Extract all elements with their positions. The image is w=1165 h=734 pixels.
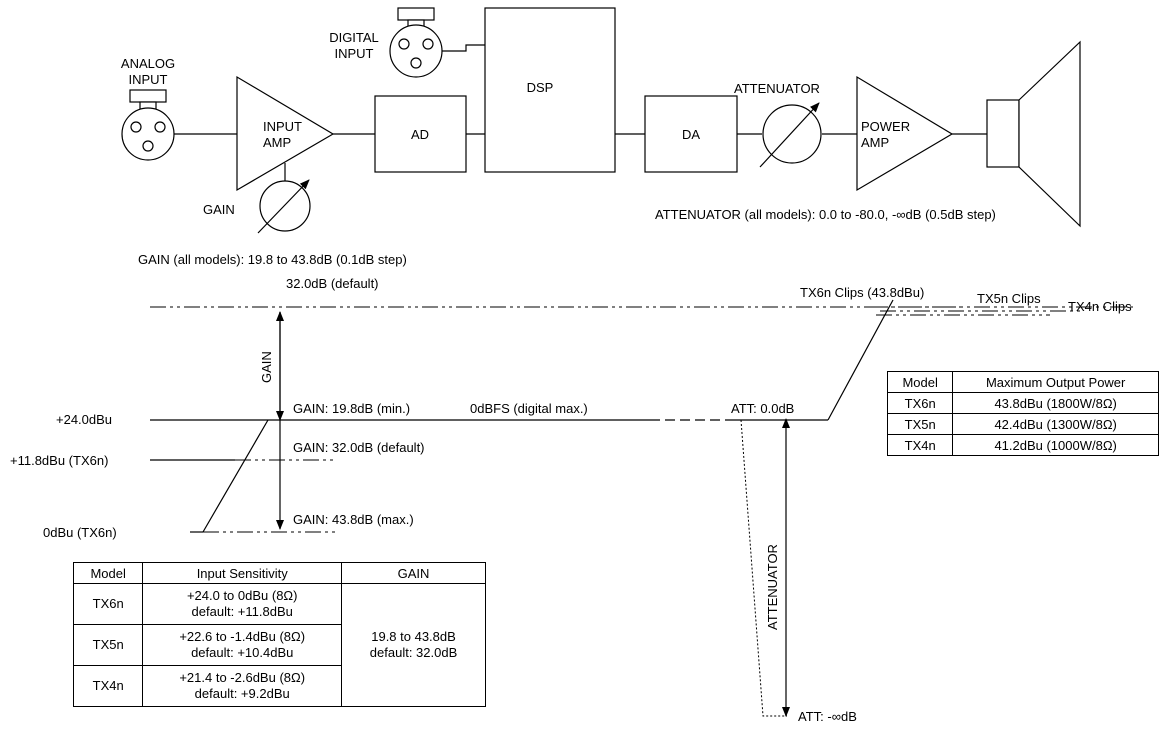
table-row: TX6n 43.8dBu (1800W/8Ω) xyxy=(886,392,1159,414)
sensitivity-range: +24.0 to 0dBu (8Ω) xyxy=(186,588,298,603)
power-cell: 42.4dBu (1300W/8Ω) xyxy=(952,413,1159,435)
da-label: DA xyxy=(682,127,700,142)
table-row: TX4n +21.4 to -2.6dBu (8Ω)default: +9.2d… xyxy=(72,665,486,707)
gain-range-note: GAIN (all models): 19.8 to 43.8dB (0.1dB… xyxy=(138,252,407,267)
gain-default-label: GAIN: 32.0dB (default) xyxy=(293,440,425,455)
input-amp-block xyxy=(236,75,335,192)
plus118-level-label: +11.8dBu (TX6n) xyxy=(10,453,108,468)
gain-pot-icon xyxy=(257,179,311,234)
gain-range: 19.8 to 43.8dB xyxy=(371,629,456,644)
tx4n-clips-label: TX4n Clips xyxy=(1068,299,1132,314)
sensitivity-default: default: +9.2dBu xyxy=(194,686,290,701)
plus24-level-label: +24.0dBu xyxy=(56,412,112,427)
dsp-label: DSP xyxy=(527,80,554,95)
sensitivity-range: +21.4 to -2.6dBu (8Ω) xyxy=(179,670,306,685)
ad-label: AD xyxy=(411,127,429,142)
dsp-block xyxy=(484,7,616,173)
ad-block xyxy=(374,95,467,173)
table-header-row: Model Maximum Output Power xyxy=(886,371,1159,393)
power-cell: 41.2dBu (1000W/8Ω) xyxy=(952,434,1159,456)
tx6n-clips-label: TX6n Clips (43.8dBu) xyxy=(800,285,924,300)
attenuator-axis-label: ATTENUATOR xyxy=(765,544,780,630)
att-zero-label: ATT: 0.0dB xyxy=(731,401,794,416)
gain-min-label: GAIN: 19.8dB (min.) xyxy=(293,401,410,416)
model-cell: TX6n xyxy=(886,392,954,414)
table-row: TX5n +22.6 to -1.4dBu (8Ω)default: +10.4… xyxy=(72,624,486,666)
tx5n-clips-label: TX5n Clips xyxy=(977,291,1041,306)
header-model: Model xyxy=(886,371,954,393)
model-cell: TX4n xyxy=(886,434,954,456)
digital-input-connector-icon xyxy=(389,7,443,78)
header-max-output-power: Maximum Output Power xyxy=(952,371,1159,393)
dbfs-label: 0dBFS (digital max.) xyxy=(470,401,588,416)
sensitivity-cell: +22.6 to -1.4dBu (8Ω)default: +10.4dBu xyxy=(142,624,343,666)
output-power-table: Model Maximum Output Power TX6n 43.8dBu … xyxy=(886,371,1159,456)
att-inf-label: ATT: -∞dB xyxy=(798,709,857,724)
gain-max-label: GAIN: 43.8dB (max.) xyxy=(293,512,414,527)
table-header-row: Model Input Sensitivity GAIN xyxy=(72,562,486,584)
gain-pot-label: GAIN xyxy=(203,202,235,217)
table-row: TX5n 42.4dBu (1300W/8Ω) xyxy=(886,413,1159,435)
gain-default-note: 32.0dB (default) xyxy=(286,276,379,291)
attenuator-label: ATTENUATOR xyxy=(734,81,820,96)
gain-axis-label: GAIN xyxy=(259,351,274,383)
table-row: TX6n +24.0 to 0dBu (8Ω)default: +11.8dBu… xyxy=(72,583,486,707)
da-block xyxy=(644,95,738,173)
table-row: TX4n 41.2dBu (1000W/8Ω) xyxy=(886,434,1159,456)
sensitivity-default: default: +10.4dBu xyxy=(191,645,294,660)
zero-level-label: 0dBu (TX6n) xyxy=(43,525,117,540)
power-amp-block xyxy=(856,75,954,192)
attenuator-pot-icon xyxy=(759,102,822,168)
speaker-icon xyxy=(986,40,1081,228)
attenuator-range-note: ATTENUATOR (all models): 0.0 to -80.0, -… xyxy=(655,207,996,222)
input-sensitivity-table: Model Input Sensitivity GAIN TX6n +24.0 … xyxy=(72,562,486,707)
header-model: Model xyxy=(72,562,144,584)
gain-default: default: 32.0dB xyxy=(369,645,458,660)
analog-input-connector-icon xyxy=(121,89,175,161)
sensitivity-range: +22.6 to -1.4dBu (8Ω) xyxy=(179,629,306,644)
header-input-sensitivity: Input Sensitivity xyxy=(142,562,343,584)
sensitivity-cell: +21.4 to -2.6dBu (8Ω)default: +9.2dBu xyxy=(142,665,343,707)
power-cell: 43.8dBu (1800W/8Ω) xyxy=(952,392,1159,414)
model-cell: TX6n xyxy=(72,583,144,625)
model-cell: TX5n xyxy=(72,624,144,666)
sensitivity-cell: +24.0 to 0dBu (8Ω)default: +11.8dBu xyxy=(142,583,343,625)
model-cell: TX5n xyxy=(886,413,954,435)
sensitivity-default: default: +11.8dBu xyxy=(191,604,293,619)
header-gain: GAIN xyxy=(341,562,486,584)
model-cell: TX4n xyxy=(72,665,144,707)
